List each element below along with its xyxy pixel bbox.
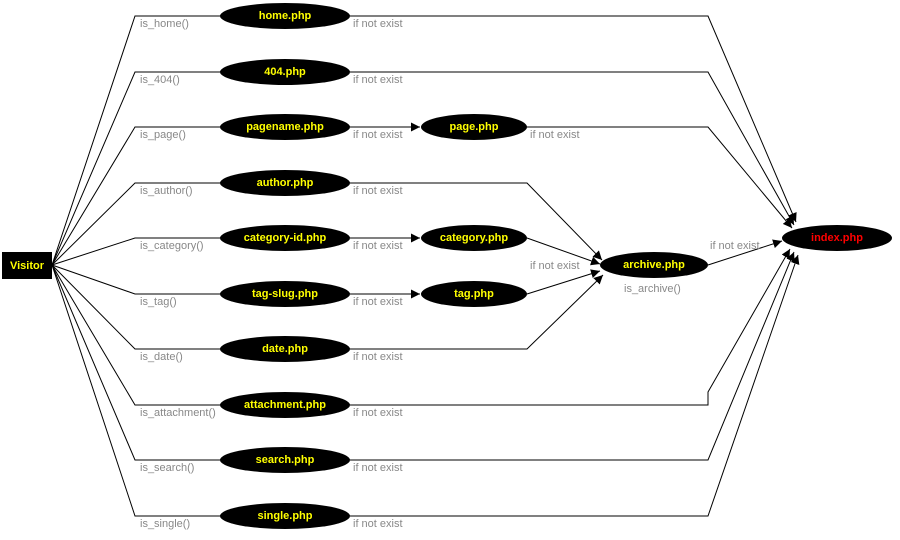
visitor-label: Visitor <box>10 260 45 272</box>
fallback-label-single: if not exist <box>353 518 403 530</box>
node-category: category.php <box>421 225 527 251</box>
cond-is-category: is_category() <box>140 240 204 252</box>
cond-is-author: is_author() <box>140 185 193 197</box>
fallback-label-search: if not exist <box>353 462 403 474</box>
fallback-label-archive: if not exist <box>710 240 760 252</box>
fallback-label-date: if not exist <box>353 351 403 363</box>
node-category-label: category.php <box>440 232 509 244</box>
edge-visitor-pagename <box>51 126 221 266</box>
node-archive: archive.php <box>600 252 708 278</box>
node-home-label: home.php <box>259 10 312 22</box>
node-home: home.php <box>220 3 350 29</box>
fallback-label-categories: if not exist <box>530 260 580 272</box>
visitor-box <box>2 252 52 279</box>
edge-visitor-404 <box>51 71 221 266</box>
node-pagename-label: pagename.php <box>246 121 324 133</box>
template-nodes: home.php 404.php pagename.php page.php a… <box>220 3 892 529</box>
edge-category-archive <box>526 237 601 266</box>
node-author-label: author.php <box>257 177 314 189</box>
edge-single-index <box>350 254 800 517</box>
node-index-label: index.php <box>811 232 863 244</box>
node-tag-slug-label: tag-slug.php <box>252 288 318 300</box>
visitor-edges <box>51 15 221 517</box>
edge-home-index <box>350 15 797 223</box>
edge-visitor-date <box>51 264 221 350</box>
node-404: 404.php <box>220 59 350 85</box>
node-search-label: search.php <box>256 454 315 466</box>
node-category-id: category-id.php <box>220 225 350 251</box>
fallback-label-page: if not exist <box>530 129 580 141</box>
fallback-label-attachment: if not exist <box>353 407 403 419</box>
edge-author-archive <box>350 182 603 261</box>
edge-page-index <box>527 126 793 229</box>
node-tag-label: tag.php <box>454 288 494 300</box>
edge-search-index <box>350 251 795 461</box>
node-date: date.php <box>220 336 350 362</box>
node-attachment-label: attachment.php <box>244 399 326 411</box>
fallback-labels: if not exist if not exist if not exist i… <box>353 18 760 530</box>
cond-is-tag: is_tag() <box>140 296 177 308</box>
node-page-label: page.php <box>450 121 499 133</box>
node-tag-slug: tag-slug.php <box>220 281 350 307</box>
node-single-label: single.php <box>258 510 313 522</box>
fallback-label-404: if not exist <box>353 74 403 86</box>
edge-visitor-search <box>51 264 221 461</box>
cond-is-single: is_single() <box>140 518 190 530</box>
node-date-label: date.php <box>262 343 308 355</box>
node-author: author.php <box>220 170 350 196</box>
cond-is-page: is_page() <box>140 129 186 141</box>
edge-archive-index <box>707 239 783 266</box>
node-404-label: 404.php <box>264 66 306 78</box>
edge-404-index <box>350 71 795 226</box>
node-page: page.php <box>421 114 527 140</box>
edge-visitor-author <box>51 182 221 266</box>
edge-attachment-index <box>350 248 791 406</box>
edge-visitor-tag-slug <box>51 264 221 295</box>
fallback-label-tag-slug: if not exist <box>353 296 403 308</box>
node-archive-label: archive.php <box>623 259 685 271</box>
edge-visitor-single <box>51 264 221 517</box>
cond-is-home: is_home() <box>140 18 189 30</box>
node-single: single.php <box>220 503 350 529</box>
node-pagename: pagename.php <box>220 114 350 140</box>
edge-visitor-attachment <box>51 264 221 406</box>
fallback-label-author: if not exist <box>353 185 403 197</box>
node-tag: tag.php <box>421 281 527 307</box>
edge-date-archive <box>350 274 604 350</box>
condition-labels: is_home() is_404() is_page() is_author()… <box>140 18 681 530</box>
cond-is-search: is_search() <box>140 462 194 474</box>
cond-is-attachment: is_attachment() <box>140 407 216 419</box>
edge-tag-archive <box>526 269 601 295</box>
edge-visitor-home <box>51 15 221 266</box>
fallback-label-category-id: if not exist <box>353 240 403 252</box>
fallback-label-pagename: if not exist <box>353 129 403 141</box>
cond-is-404: is_404() <box>140 74 180 86</box>
node-index: index.php <box>782 225 892 251</box>
node-attachment: attachment.php <box>220 392 350 418</box>
fallback-label-home: if not exist <box>353 18 403 30</box>
visitor-node: Visitor <box>2 252 52 279</box>
edge-visitor-category-id <box>51 237 221 266</box>
node-category-id-label: category-id.php <box>244 232 327 244</box>
cond-is-archive: is_archive() <box>624 283 681 295</box>
node-search: search.php <box>220 447 350 473</box>
fallback-edges <box>350 15 800 517</box>
cond-is-date: is_date() <box>140 351 183 363</box>
